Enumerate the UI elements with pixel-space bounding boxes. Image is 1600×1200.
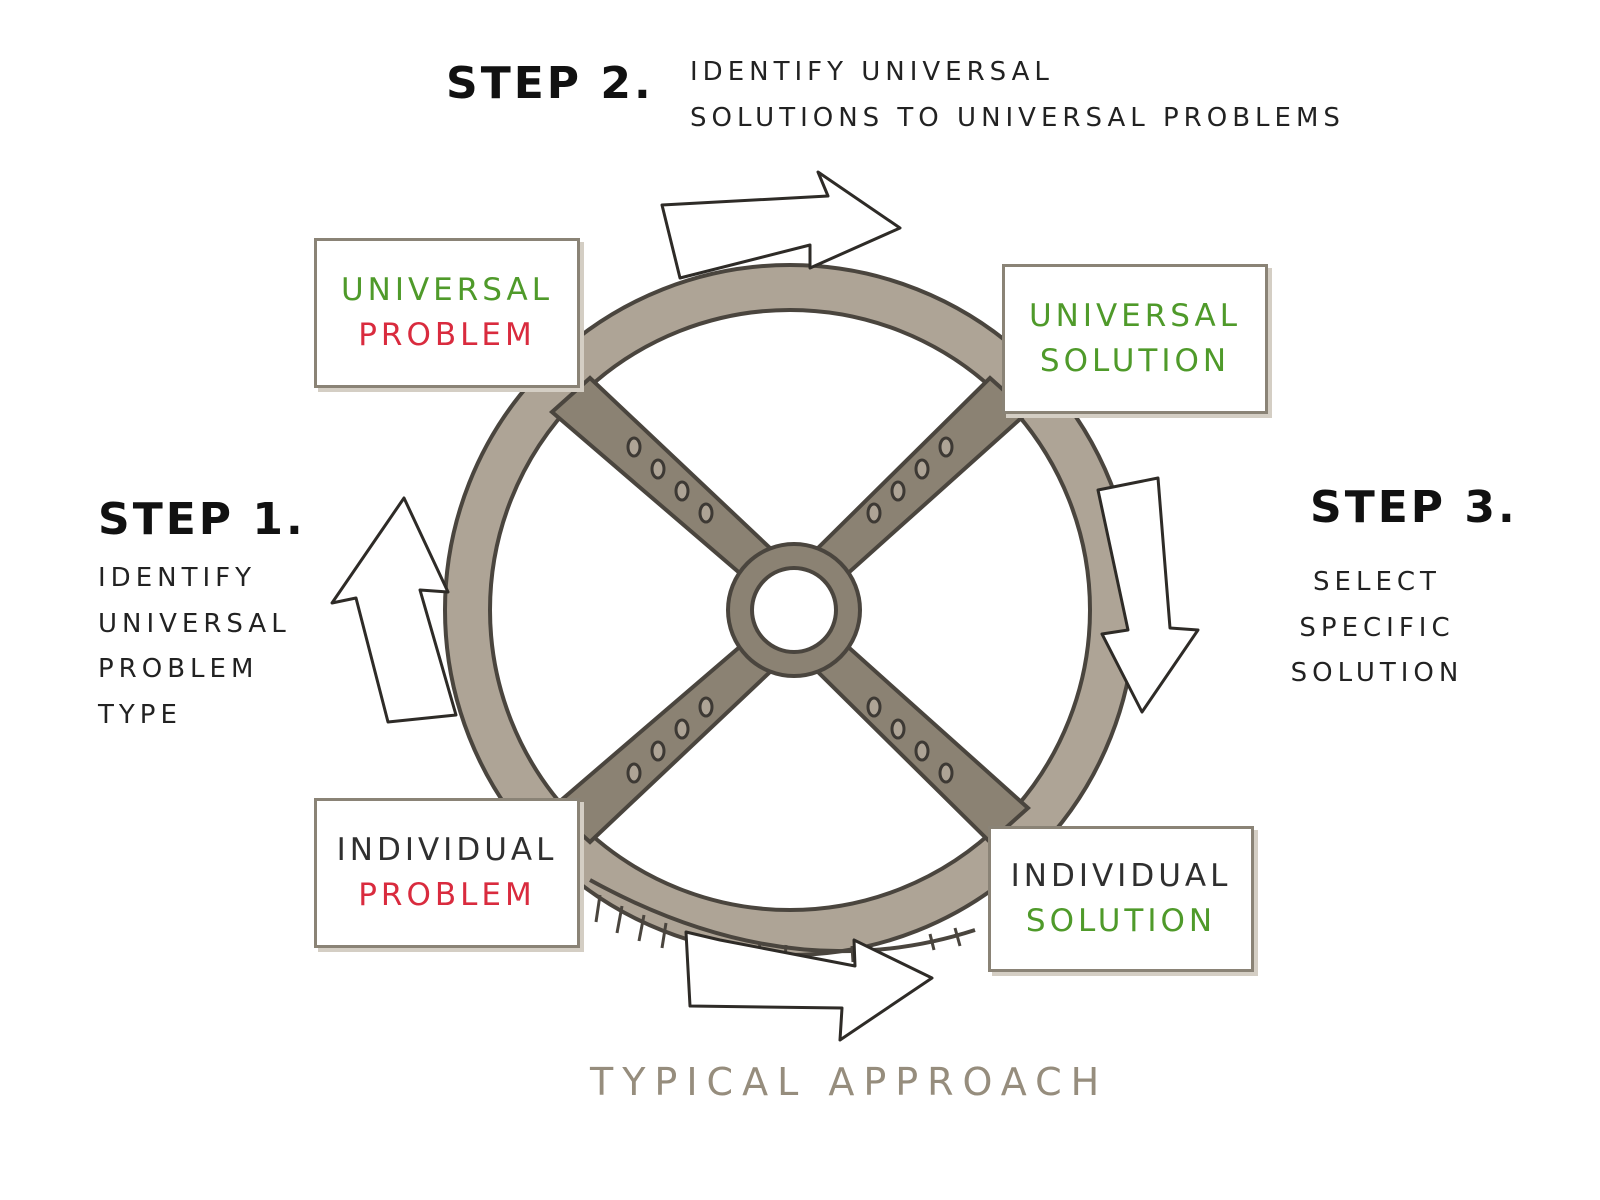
individual-solution-line2: SOLUTION (1025, 903, 1217, 939)
step3-line-1: SELECT (1313, 567, 1441, 597)
step1-title: STEP 1. (98, 494, 306, 545)
individual-problem-line1: INDIVIDUAL (336, 832, 558, 869)
typical-approach-track (589, 878, 976, 963)
universal-problem-line2: PROBLEM (358, 317, 536, 353)
universal-problem-box: UNIVERSAL PROBLEM (314, 238, 580, 388)
arrow-bottom (684, 930, 934, 1042)
individual-problem-box: INDIVIDUAL PROBLEM (314, 798, 580, 948)
step3-line-2: SPECIFIC (1299, 612, 1455, 643)
arrow-right (1096, 476, 1200, 714)
step2-line-1: IDENTIFY UNIVERSAL (690, 57, 1054, 87)
individual-solution-line1: INDIVIDUAL (1010, 858, 1232, 895)
step2-title: STEP 2. (446, 58, 654, 109)
universal-problem-line1: UNIVERSAL (340, 272, 554, 309)
individual-problem-line2: PROBLEM (358, 877, 536, 913)
step1-line-4: TYPE (98, 699, 182, 730)
individual-solution-box: INDIVIDUAL SOLUTION (988, 826, 1254, 972)
universal-solution-line1: UNIVERSAL (1028, 298, 1242, 335)
step3-description: SELECT SPECIFIC SOLUTION (1262, 560, 1492, 697)
step2-line-2: SOLUTIONS TO UNIVERSAL PROBLEMS (690, 102, 1345, 133)
arrow-left (330, 496, 458, 724)
clockwise-arrow-icon (330, 170, 1200, 1042)
step1-line-2: UNIVERSAL (98, 608, 291, 639)
step1-line-1: IDENTIFY (98, 563, 256, 593)
step3-title: STEP 3. (1310, 482, 1518, 533)
universal-solution-line2: SOLUTION (1039, 343, 1231, 379)
wheel-hub-hole (750, 566, 838, 654)
step1-line-3: PROBLEM (98, 654, 259, 684)
arrow-top (660, 170, 902, 280)
step2-description: IDENTIFY UNIVERSAL SOLUTIONS TO UNIVERSA… (690, 50, 1345, 141)
typical-approach-label: TYPICAL APPROACH (590, 1060, 1109, 1104)
spoke-holes (626, 436, 954, 784)
step1-description: IDENTIFY UNIVERSAL PROBLEM TYPE (98, 556, 291, 738)
steering-wheel-icon (442, 263, 1138, 957)
universal-solution-box: UNIVERSAL SOLUTION (1002, 264, 1268, 414)
step3-line-3: SOLUTION (1290, 658, 1464, 688)
